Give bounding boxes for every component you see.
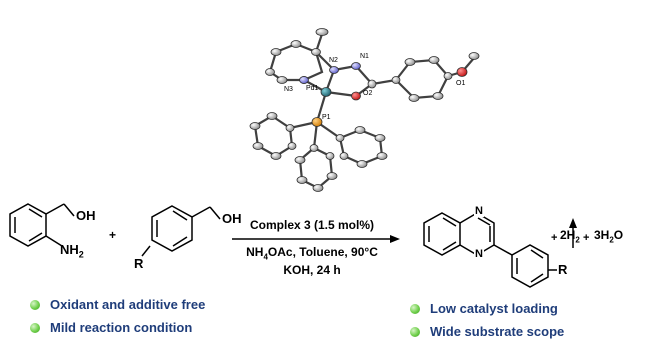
nh2-subscript: 2 xyxy=(78,249,84,260)
nh4-text: NH xyxy=(246,245,264,259)
nh4-subscript: 4 xyxy=(263,252,268,262)
h2-text: 2H xyxy=(560,228,576,242)
water-byproduct: 3H2O xyxy=(594,228,623,244)
plus-sign-1: + xyxy=(109,228,117,242)
reaction-scheme-drawing xyxy=(9,203,577,288)
oac-toluene-text: OAc, Toluene, 90°C xyxy=(267,245,378,259)
feature-text: Low catalyst loading xyxy=(430,301,558,316)
atom-label-pd1: Pd1 xyxy=(306,85,319,92)
nh-text: NH xyxy=(60,242,79,257)
crystal-structure xyxy=(249,28,480,192)
feature-left-2: Mild reaction condition xyxy=(30,320,192,335)
nitrogen-atom xyxy=(299,76,309,84)
reactant1-nh2-label: NH2 xyxy=(60,242,84,260)
plus-sign-2: + xyxy=(551,232,558,244)
hydrogen-byproduct: 2H2 xyxy=(560,228,580,244)
benzene-ring-reactant2 xyxy=(151,205,193,252)
reactant1-oh-label: OH xyxy=(76,208,96,223)
atom-label-n2: N2 xyxy=(329,57,338,64)
atom-label-n1: N1 xyxy=(360,53,369,60)
condition-base-time: KOH, 24 h xyxy=(283,263,341,277)
oxygen-atom xyxy=(456,67,468,77)
condition-reagents: NH4OAc, Toluene, 90°C xyxy=(232,245,392,261)
bullet-dot-icon xyxy=(410,303,420,314)
pendant-phenyl-ring xyxy=(511,244,549,288)
bullet-dot-icon xyxy=(30,322,40,333)
bullet-dot-icon xyxy=(30,299,40,310)
nitrogen-atom xyxy=(329,66,339,74)
plus-sign-3: + xyxy=(583,232,590,244)
reactant2-r-label: R xyxy=(134,256,144,271)
condition-catalyst: Complex 3 (1.5 mol%) xyxy=(249,218,375,232)
atom-label-o1: O1 xyxy=(456,80,466,87)
palladium-atom xyxy=(320,87,332,97)
phosphorus-atom xyxy=(311,117,323,127)
product-r-label: R xyxy=(558,262,568,277)
oxygen-atom xyxy=(351,91,361,101)
atom-label-p1: P1 xyxy=(322,114,331,121)
feature-right-1: Low catalyst loading xyxy=(410,301,558,316)
feature-text: Oxidant and additive free xyxy=(50,297,206,312)
reactant2-oh-label: OH xyxy=(222,211,242,226)
quinazoline-n1-label: N xyxy=(474,248,484,260)
feature-right-2: Wide substrate scope xyxy=(410,324,564,339)
carbon-atoms xyxy=(249,28,480,192)
feature-left-1: Oxidant and additive free xyxy=(30,297,205,312)
feature-text: Wide substrate scope xyxy=(430,324,565,339)
nitrogen-atom xyxy=(351,62,361,70)
h2-subscript: 2 xyxy=(575,235,580,245)
h2o-h-text: 3H xyxy=(594,228,610,242)
h2o-subscript: 2 xyxy=(609,235,614,245)
quinazoline-n3-label: N xyxy=(474,205,484,217)
bullet-dot-icon xyxy=(410,326,420,337)
h2o-o-text: O xyxy=(613,228,624,242)
atom-label-o2: O2 xyxy=(363,90,373,97)
atom-label-n3: N3 xyxy=(284,86,293,93)
feature-text: Mild reaction condition xyxy=(50,320,193,335)
